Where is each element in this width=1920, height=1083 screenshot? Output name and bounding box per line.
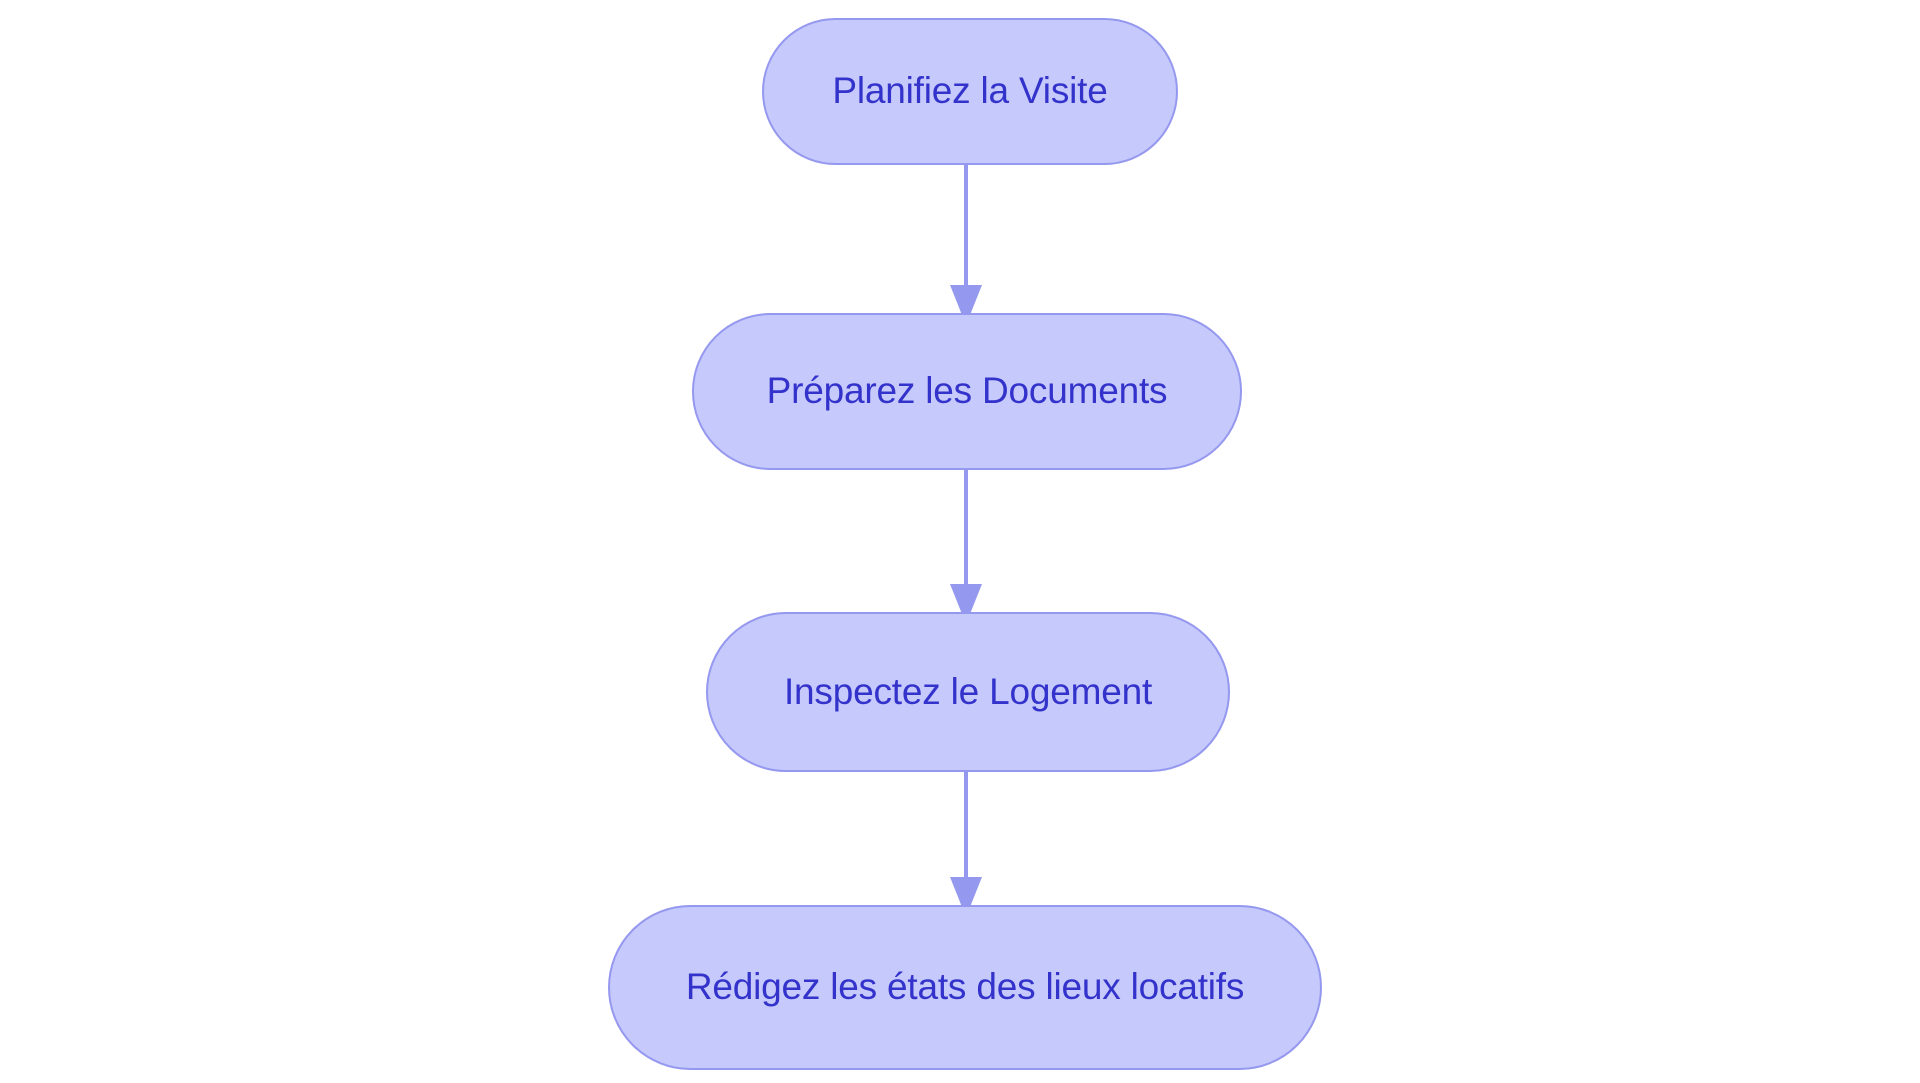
flow-node-label: Inspectez le Logement: [783, 670, 1153, 712]
flow-node-label: Rédigez les états des lieux locatifs: [685, 966, 1245, 1008]
flow-node-preparez-les-documents[interactable]: Préparez les Documents: [692, 313, 1242, 470]
flow-node-label: Préparez les Documents: [766, 370, 1168, 412]
flow-node-redigez-les-etats-des-lieux-locatifs[interactable]: Rédigez les états des lieux locatifs: [608, 905, 1322, 1070]
flow-node-label: Planifiez la Visite: [832, 70, 1108, 112]
flow-node-inspectez-le-logement[interactable]: Inspectez le Logement: [706, 612, 1230, 772]
flow-node-planifiez-la-visite[interactable]: Planifiez la Visite: [762, 18, 1178, 165]
